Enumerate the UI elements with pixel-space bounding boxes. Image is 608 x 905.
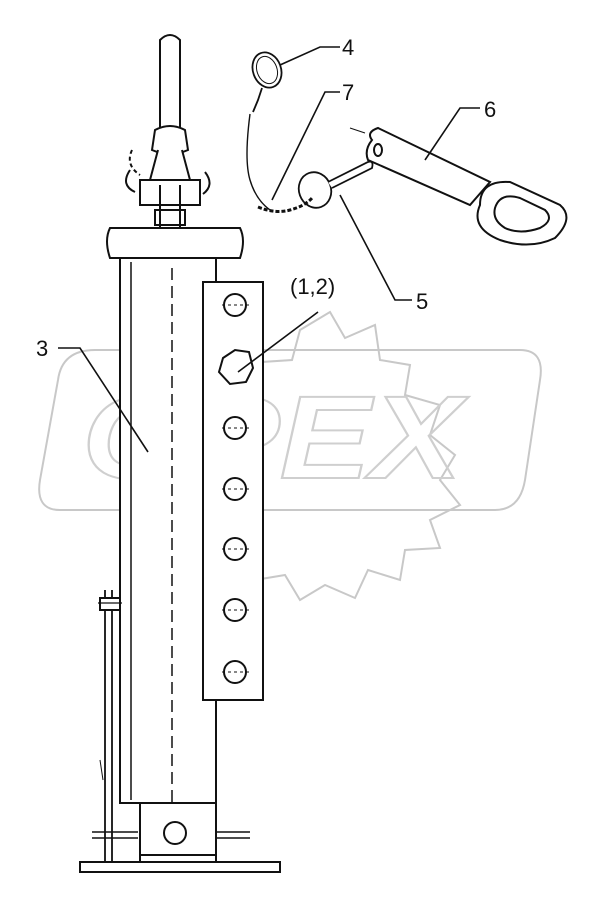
callout-6: 6 [484,97,496,122]
leader-7 [271,91,340,201]
ring-part-4 [251,51,283,89]
pin-part-6 [349,126,568,246]
leader-3 [58,347,149,453]
crank-clamp [139,179,201,206]
jack-outer-tube [119,257,217,804]
leader-12 [237,311,319,373]
spring-pin-part-5 [327,160,374,189]
jack-lower-hole [163,821,187,845]
leader-6 [424,107,480,161]
watermark-oval [38,349,542,511]
jack-head [106,227,244,259]
watermark-logo: OPEX [38,310,542,602]
jack-side-bracket [104,590,113,862]
jack-inner-tube [139,802,217,856]
leader-lines [58,46,480,453]
linch-pin-assembly [246,51,374,213]
callout-5: 5 [416,289,428,314]
callout-7: 7 [342,80,354,105]
chain-part-7 [257,196,314,213]
callout-3: 3 [36,336,48,361]
callout-1-2: (1,2) [290,274,335,299]
crank-collar [150,125,190,155]
hex-bolt [217,348,255,386]
leader-4 [279,46,340,66]
callout-4: 4 [342,35,354,60]
jack-assembly [79,34,281,873]
leader-5 [339,194,412,301]
jack-foot-plate [79,861,281,873]
crank-shaft [159,34,181,131]
